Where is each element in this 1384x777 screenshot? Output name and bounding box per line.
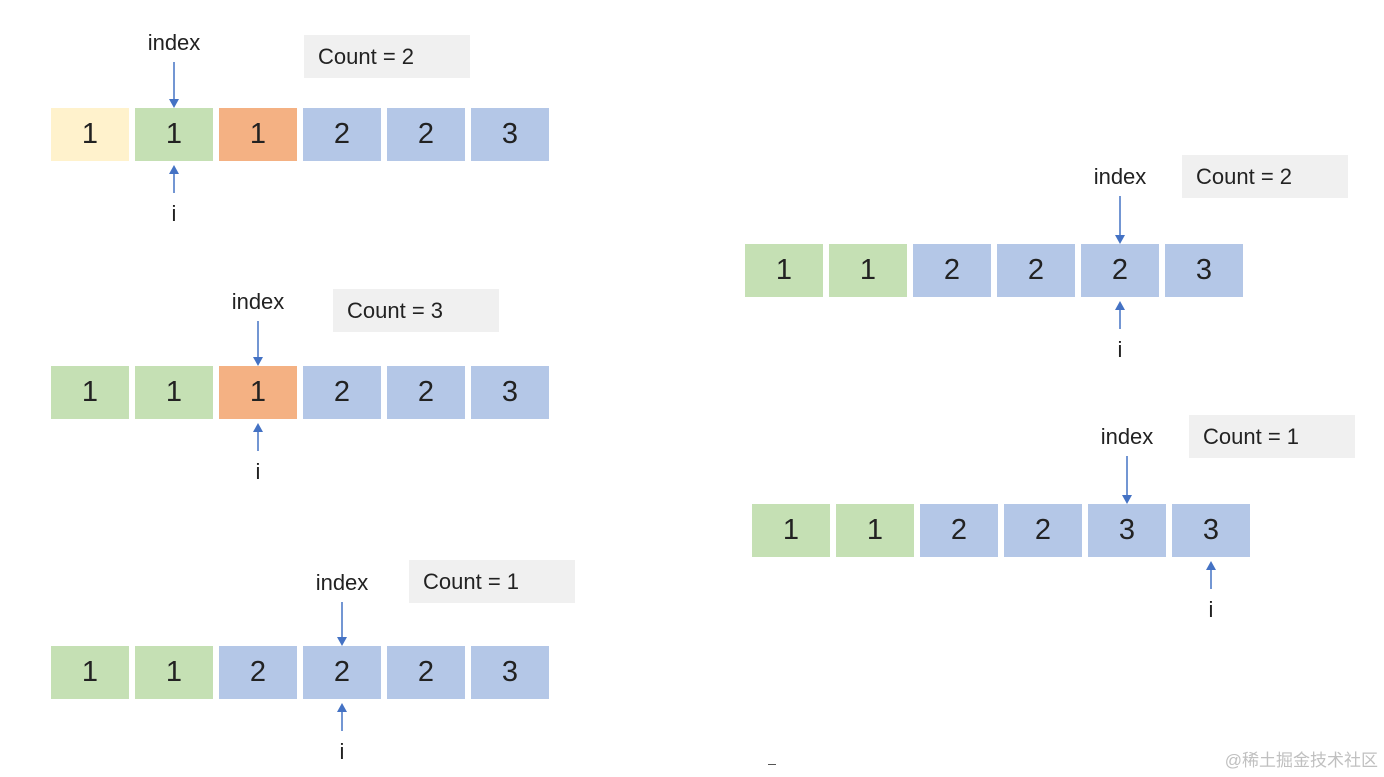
index-arrow-icon: [253, 321, 263, 366]
i-arrow-icon: [1206, 561, 1216, 589]
array-cell: 1: [752, 504, 830, 557]
index-pointer-label: index: [147, 30, 201, 55]
array-cell: 2: [920, 504, 998, 557]
array-cell: 3: [471, 108, 549, 161]
array-cell: 1: [219, 108, 297, 161]
count-label: Count = 3: [333, 289, 499, 332]
array-cell: 1: [219, 366, 297, 419]
i-pointer-label: i: [255, 459, 261, 484]
array-cell: 2: [387, 366, 465, 419]
array-cell: 2: [997, 244, 1075, 297]
array-cell: 3: [1165, 244, 1243, 297]
count-label: Count = 1: [409, 560, 575, 603]
index-arrow-icon: [1122, 456, 1132, 504]
i-arrow-icon: [1115, 301, 1125, 329]
array-cell: 1: [135, 646, 213, 699]
array-cell: 2: [303, 646, 381, 699]
array-cell: 2: [219, 646, 297, 699]
array-cell: 1: [51, 646, 129, 699]
i-pointer-label: i: [1208, 597, 1214, 622]
array-cell: 2: [1004, 504, 1082, 557]
array-cell: 2: [387, 108, 465, 161]
array-cell: 3: [1172, 504, 1250, 557]
array-cell: 2: [387, 646, 465, 699]
array-cell: 1: [51, 366, 129, 419]
index-pointer-label: index: [1100, 424, 1154, 449]
array-cell: 2: [303, 108, 381, 161]
index-pointer-label: index: [1093, 164, 1147, 189]
i-arrow-icon: [337, 703, 347, 731]
array-cell: 1: [135, 108, 213, 161]
array-cell: 3: [471, 366, 549, 419]
watermark: @稀土掘金技术社区: [1224, 751, 1378, 770]
index-arrow-icon: [337, 602, 347, 646]
index-arrow-icon: [1115, 196, 1125, 244]
index-arrow-icon: [169, 62, 179, 108]
count-label: Count = 2: [1182, 155, 1348, 198]
array-cell: 1: [51, 108, 129, 161]
array-cell: 2: [1081, 244, 1159, 297]
array-cell: 3: [471, 646, 549, 699]
dash-mark: [768, 764, 776, 765]
i-arrow-icon: [169, 165, 179, 193]
i-pointer-label: i: [339, 739, 345, 764]
i-pointer-label: i: [171, 201, 177, 226]
index-pointer-label: index: [231, 289, 285, 314]
index-pointer-label: index: [315, 570, 369, 595]
array-cell: 1: [745, 244, 823, 297]
count-label: Count = 1: [1189, 415, 1355, 458]
array-cell: 1: [135, 366, 213, 419]
array-cell: 1: [829, 244, 907, 297]
array-cell: 1: [836, 504, 914, 557]
i-arrow-icon: [253, 423, 263, 451]
i-pointer-label: i: [1117, 337, 1123, 362]
array-cell: 2: [913, 244, 991, 297]
array-cell: 3: [1088, 504, 1166, 557]
array-cell: 2: [303, 366, 381, 419]
count-label: Count = 2: [304, 35, 470, 78]
